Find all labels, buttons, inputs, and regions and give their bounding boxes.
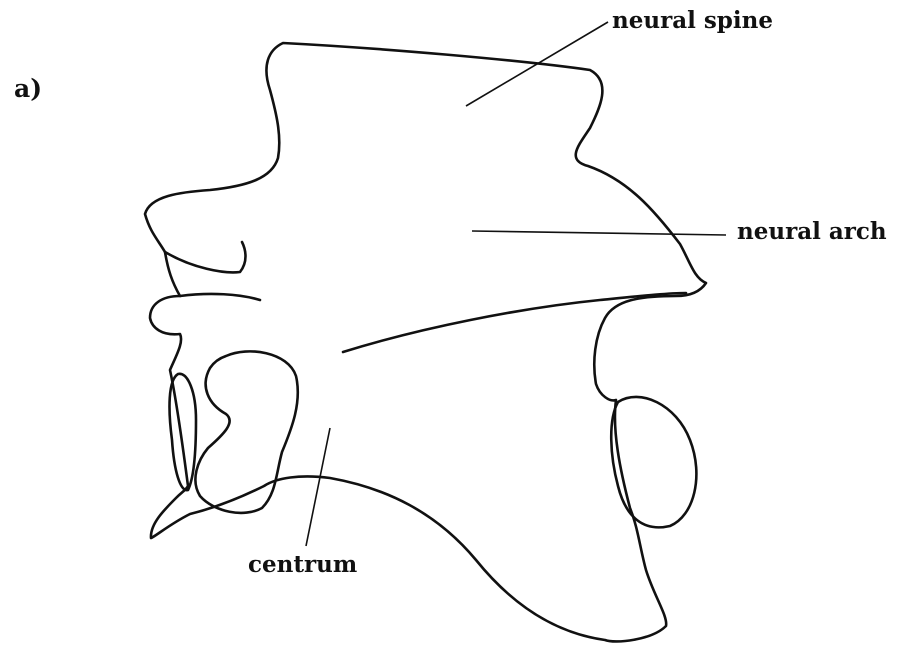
neural-spine-label: neural spine bbox=[612, 9, 773, 32]
centrum-label: centrum bbox=[248, 553, 357, 576]
process-underline bbox=[180, 294, 260, 300]
panel-label: a) bbox=[14, 76, 42, 101]
zygapophysis-curve bbox=[165, 242, 246, 272]
leader-line-neural-spine bbox=[466, 22, 608, 106]
rib-facet-outline bbox=[195, 351, 297, 513]
posterior-facet-oval bbox=[611, 397, 696, 527]
vertebra-outline bbox=[145, 43, 706, 641]
leader-line-neural-arch bbox=[472, 231, 726, 235]
leader-line-centrum bbox=[306, 428, 330, 546]
arch-suture-line bbox=[343, 293, 686, 352]
neural-arch-label: neural arch bbox=[737, 220, 887, 243]
